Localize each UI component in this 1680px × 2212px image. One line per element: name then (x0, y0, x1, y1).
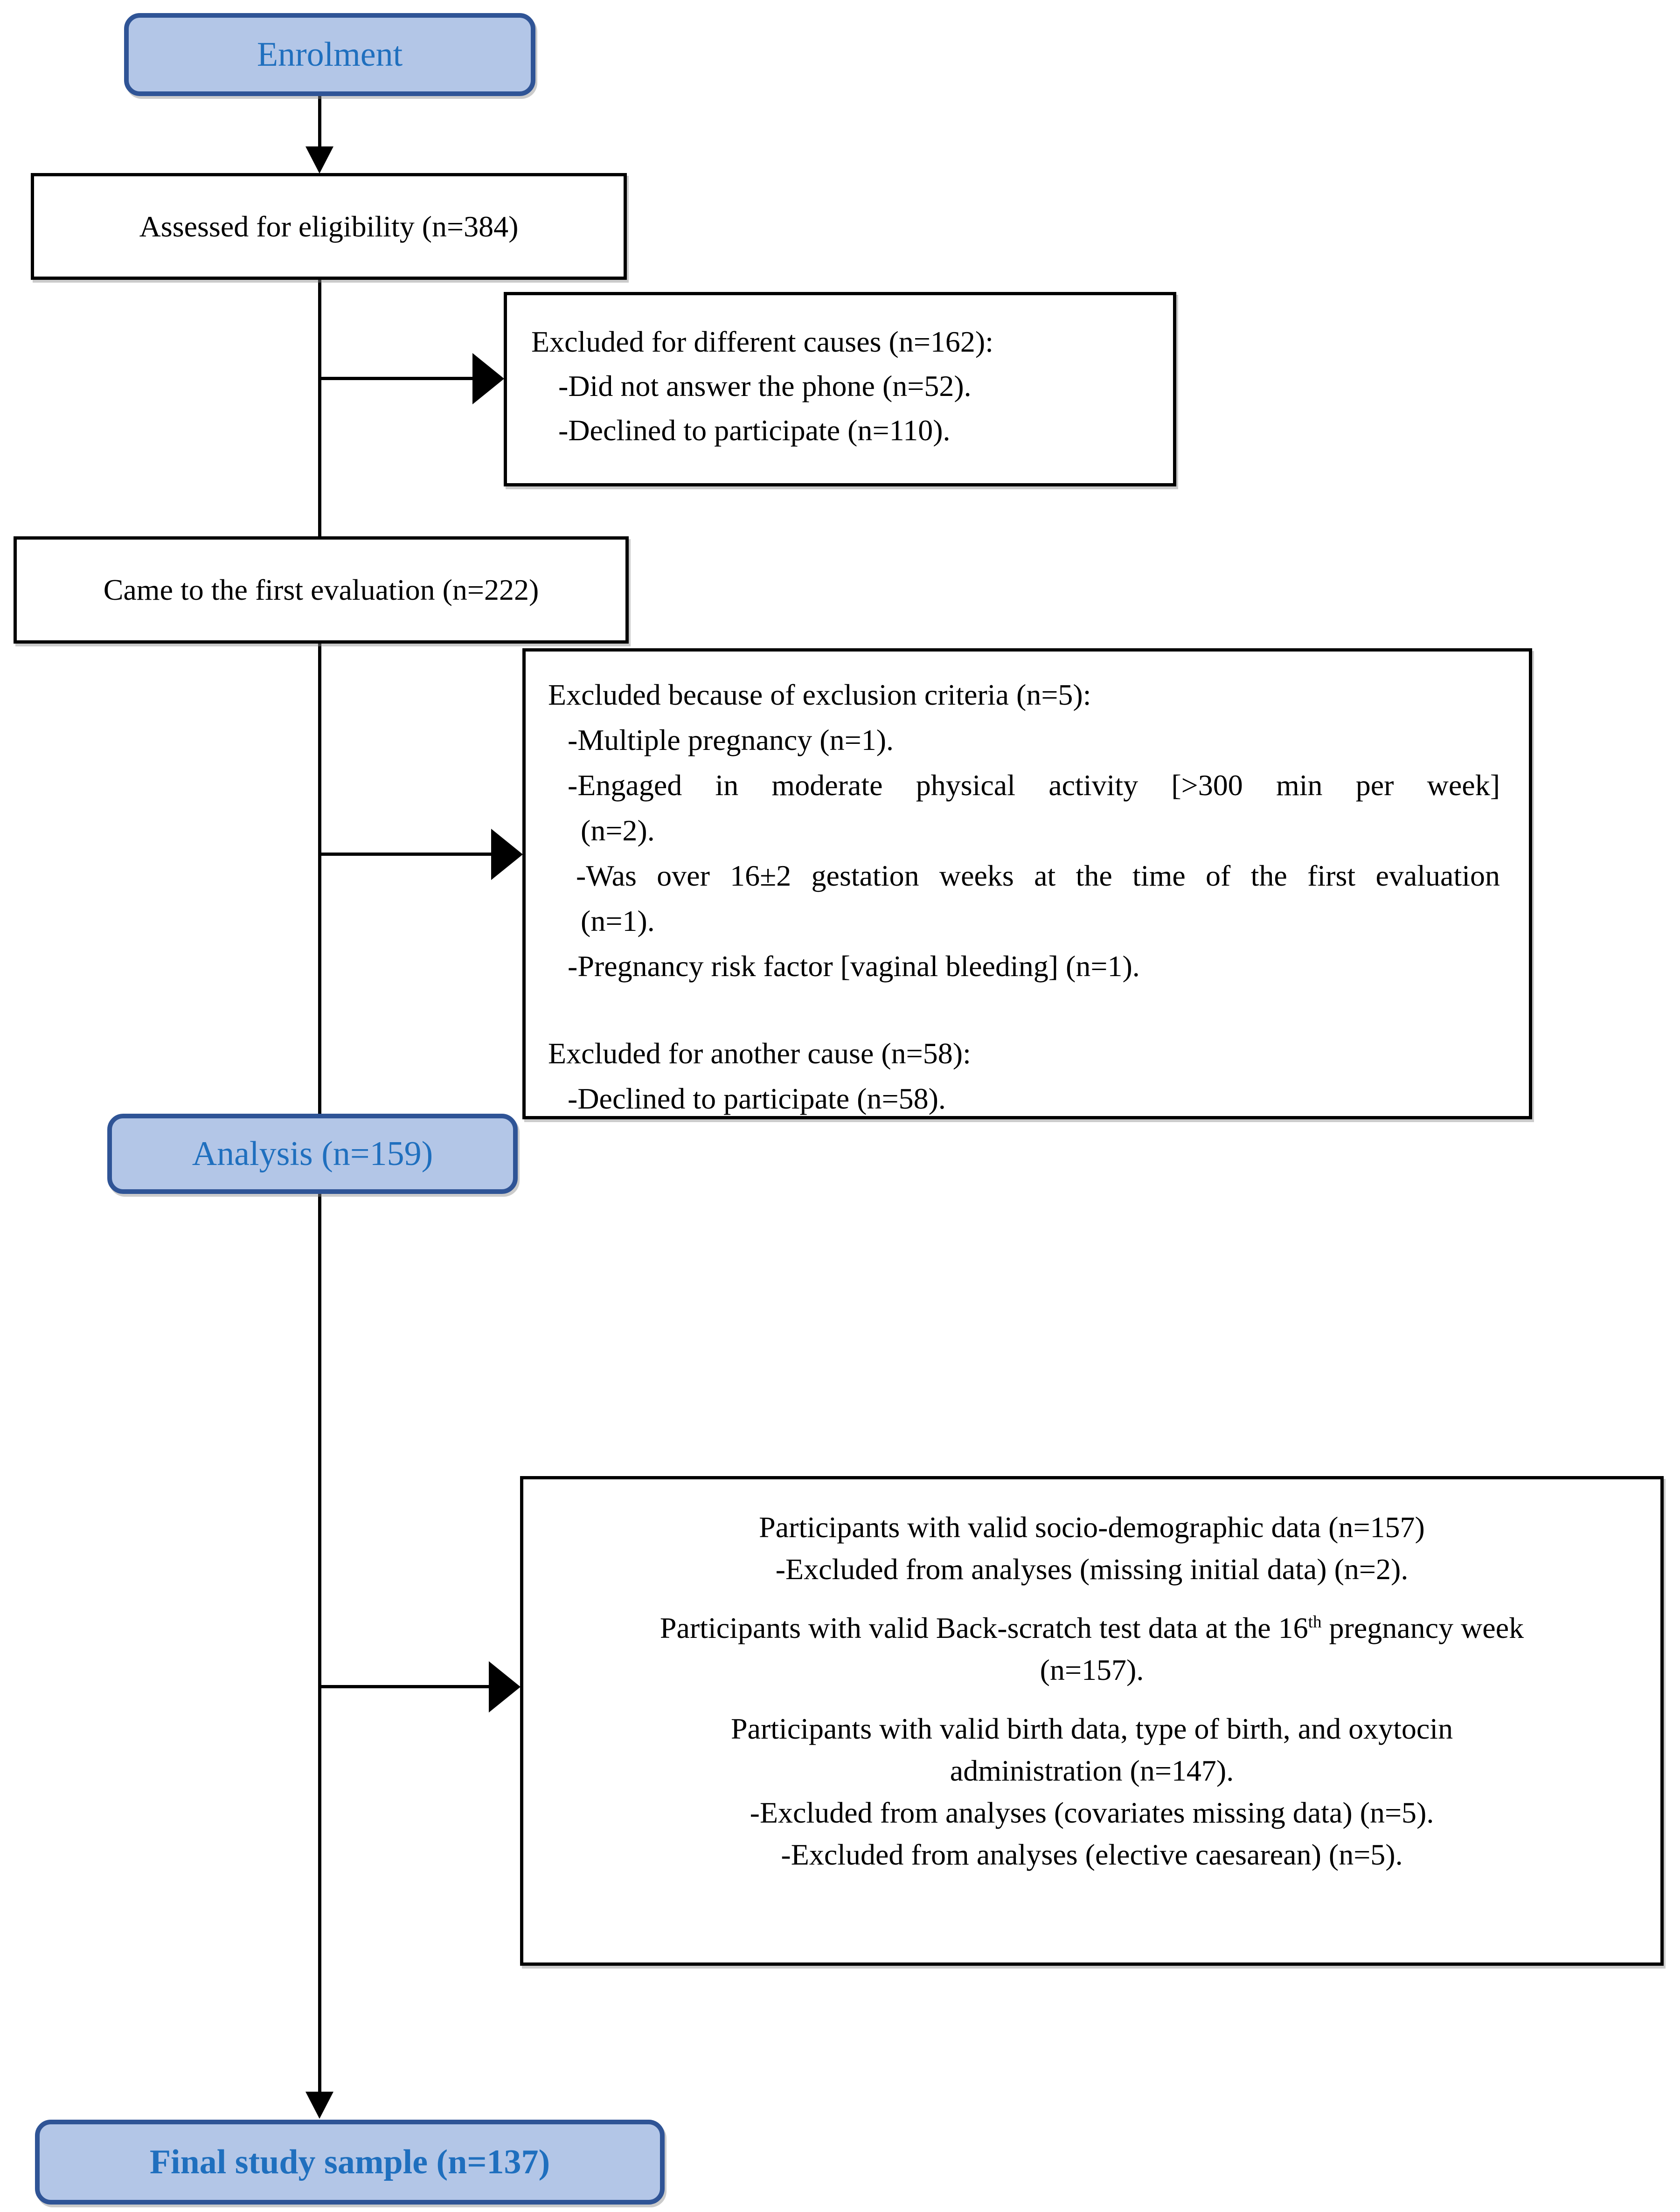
arrowhead-into-final (305, 2092, 333, 2119)
connector-enrolment-to-assessed (318, 95, 321, 147)
analysis-label: Analysis (n=159) (192, 1134, 433, 1173)
final-sample-label: Final study sample (n=137) (149, 2143, 550, 2181)
assessed-box: Assessed for eligibility (n=384) (31, 173, 627, 280)
connector-assessed-to-came (318, 279, 321, 538)
excluded2-box: Excluded because of exclusion criteria (… (522, 648, 1532, 1119)
branch-line-excluded1 (319, 377, 478, 380)
came-label: Came to the first evaluation (n=222) (103, 573, 539, 606)
arrowhead-into-valid-data (489, 1661, 521, 1713)
enrolment-box: Enrolment (124, 13, 535, 96)
analysis-box: Analysis (n=159) (107, 1114, 518, 1194)
assessed-label: Assessed for eligibility (n=384) (139, 209, 519, 243)
valid-data-box: Participants with valid socio-demographi… (520, 1476, 1664, 1966)
connector-came-to-final (318, 643, 321, 2092)
enrolment-label: Enrolment (257, 35, 403, 74)
came-box: Came to the first evaluation (n=222) (14, 536, 629, 644)
branch-line-valid-data (319, 1685, 490, 1688)
excluded1-box: Excluded for different causes (n=162):-D… (504, 292, 1176, 486)
final-sample-box: Final study sample (n=137) (35, 2120, 665, 2205)
branch-line-excluded2 (319, 853, 492, 856)
arrowhead-into-assessed (305, 146, 333, 173)
excluded2-text: Excluded because of exclusion criteria (… (548, 678, 1500, 1115)
excluded1-text: Excluded for different causes (n=162):-D… (531, 325, 993, 447)
arrowhead-into-excluded1 (472, 353, 504, 404)
valid-data-text: Participants with valid socio-demographi… (660, 1511, 1524, 1871)
arrowhead-into-excluded2 (491, 829, 523, 880)
